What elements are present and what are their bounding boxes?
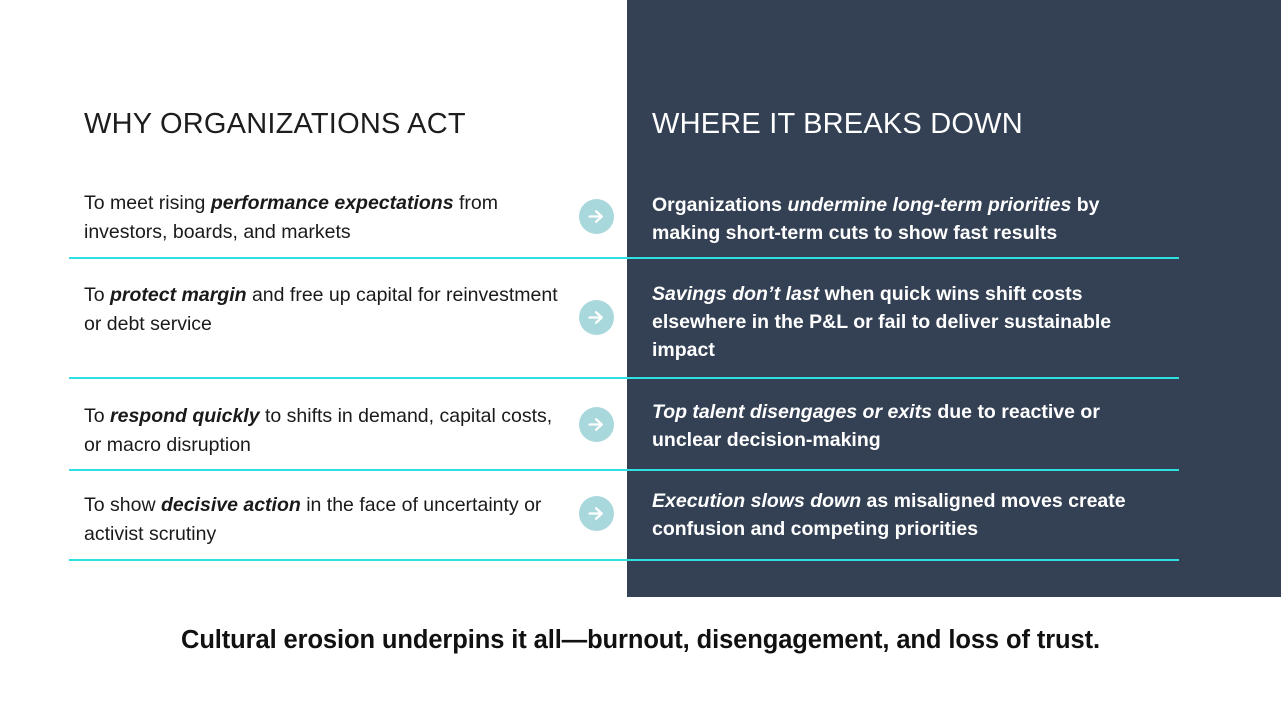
row-4-breakdown-text: Execution slows down as misaligned moves… xyxy=(652,487,1172,543)
row-1-breakdown-suffix: by making short-term cuts to show fast r… xyxy=(652,194,1100,244)
row-3-reason-prefix: To xyxy=(84,405,111,427)
dark-panel-background xyxy=(627,0,1281,597)
row-4-reason-emphasis: decisive action xyxy=(160,494,301,516)
arrow-right-icon xyxy=(579,496,614,531)
row-2-reason-text: To protect margin and free up capital fo… xyxy=(84,281,562,339)
row-1-breakdown-emphasis: undermine long-term priorities xyxy=(787,194,1072,216)
summary-caption: Cultural erosion underpins it all—burnou… xyxy=(181,626,1100,654)
row-1-reason-emphasis: performance expectations xyxy=(210,192,454,214)
row-1-breakdown-text: Organizations undermine long-term priori… xyxy=(652,191,1172,247)
right-column-heading: WHERE IT BREAKS DOWN xyxy=(652,108,1023,140)
row-1-breakdown-prefix: Organizations xyxy=(652,194,788,216)
row-4-reason-text: To show decisive action in the face of u… xyxy=(84,491,562,549)
row-divider xyxy=(627,469,1179,471)
arrow-right-icon xyxy=(579,407,614,442)
row-4-reason-suffix: in the face of uncertainty or activist s… xyxy=(84,494,542,545)
row-divider xyxy=(627,377,1179,379)
row-4-reason-prefix: To show xyxy=(84,494,161,516)
row-2-reason-prefix: To xyxy=(84,284,111,306)
arrow-right-icon xyxy=(579,300,614,335)
row-divider xyxy=(69,469,627,471)
row-2-breakdown-emphasis: Savings don’t last xyxy=(652,283,820,305)
row-divider xyxy=(627,559,1179,561)
row-3-reason-suffix: to shifts in demand, capital costs, or m… xyxy=(84,405,553,456)
row-divider xyxy=(69,559,627,561)
row-2-reason-emphasis: protect margin xyxy=(110,284,247,306)
row-4-breakdown-suffix: as misaligned moves create confusion and… xyxy=(652,490,1126,540)
row-2-breakdown-suffix: when quick wins shift costs elsewhere in… xyxy=(652,283,1112,361)
row-1-reason-prefix: To meet rising xyxy=(84,192,211,214)
row-1-reason-text: To meet rising performance expectations … xyxy=(84,189,562,247)
row-3-reason-text: To respond quickly to shifts in demand, … xyxy=(84,402,562,460)
arrow-right-icon xyxy=(579,199,614,234)
row-divider xyxy=(627,257,1179,259)
row-2-reason-suffix: and free up capital for reinvestment or … xyxy=(84,284,558,335)
row-divider xyxy=(69,257,627,259)
row-2-breakdown-text: Savings don’t last when quick wins shift… xyxy=(652,280,1172,364)
row-3-reason-emphasis: respond quickly xyxy=(110,405,260,427)
left-column-heading: WHY ORGANIZATIONS ACT xyxy=(84,108,466,140)
row-3-breakdown-suffix: due to reactive or unclear decision-maki… xyxy=(652,401,1100,451)
row-3-breakdown-text: Top talent disengages or exits due to re… xyxy=(652,398,1172,454)
row-divider xyxy=(69,377,627,379)
row-4-breakdown-emphasis: Execution slows down xyxy=(652,490,862,512)
row-3-breakdown-emphasis: Top talent disengages or exits xyxy=(652,401,932,423)
row-1-reason-suffix: from investors, boards, and markets xyxy=(84,192,498,243)
